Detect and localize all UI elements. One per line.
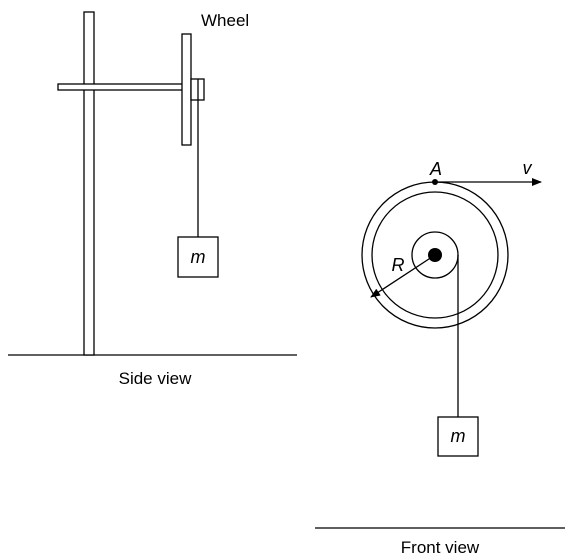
axle-center-dot [428,248,442,262]
side-view-post [83,11,95,356]
wheel-inner-rim [371,191,499,319]
velocity-label: v [523,158,533,178]
side-view-caption: Side view [119,369,192,388]
front-view-caption: Front view [401,538,480,557]
side-view-axle [57,83,191,91]
radius-arrow [370,254,436,298]
front-view-mass-block [437,416,479,457]
point-a-dot [432,179,438,185]
side-view-wheel [181,33,192,146]
side-view-mass-label: m [191,247,206,267]
side-view-mass-block [177,236,219,278]
radius-label: R [392,255,405,275]
front-view [315,178,565,529]
front-view-mass-label: m [451,426,466,446]
point-a-label: A [429,159,442,179]
wheel-label: Wheel [201,11,249,30]
side-view [8,11,297,356]
